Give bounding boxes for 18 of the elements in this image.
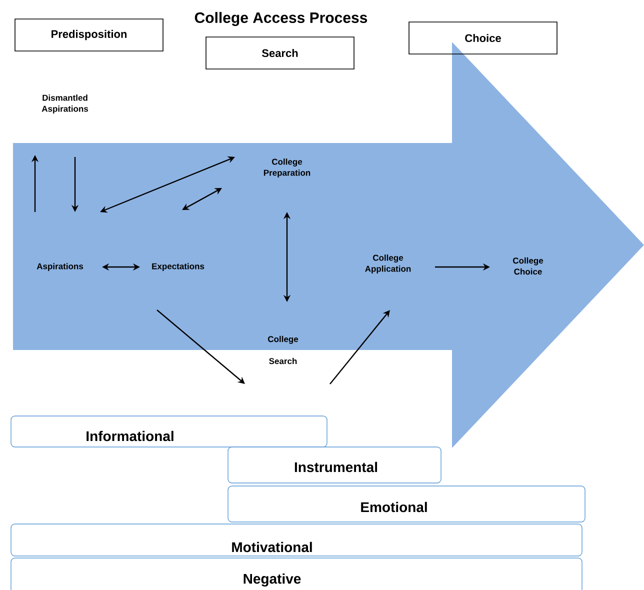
- title: College Access Process: [194, 12, 368, 26]
- support-bar: Negative: [10, 558, 582, 590]
- stage-label: College Application: [365, 254, 411, 274]
- stage-box: Search: [206, 36, 354, 70]
- stage-label: Aspirations: [36, 263, 84, 271]
- stage-box: Predisposition: [14, 18, 164, 52]
- big-arrow-shape: [13, 42, 644, 448]
- stage-label: Dismantled Aspirations: [42, 94, 88, 114]
- support-bar: Emotional: [228, 486, 586, 522]
- stage-label: College Preparation: [264, 158, 310, 178]
- arrow: [156, 310, 245, 384]
- support-bar: Informational: [10, 416, 328, 448]
- stage-box: Choice: [408, 22, 558, 54]
- stage-label: College Choice: [513, 257, 544, 275]
- support-bar: Motivational: [10, 524, 582, 556]
- support-bar: Instrumental: [228, 446, 442, 484]
- stage-label: Expectations: [152, 263, 204, 271]
- arrow: [330, 310, 390, 384]
